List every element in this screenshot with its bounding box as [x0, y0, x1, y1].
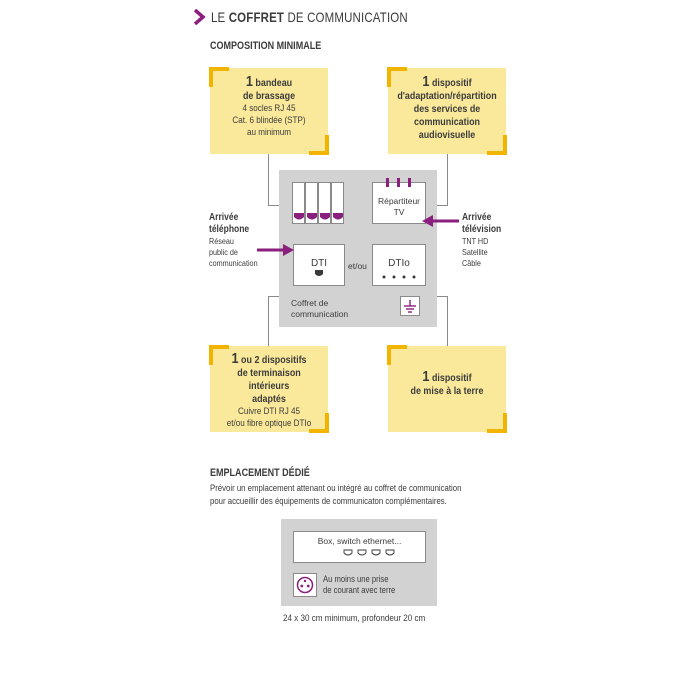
corner-mark [487, 135, 507, 155]
chevron-right-icon [193, 9, 206, 25]
arrivee-telephone-detail: communication [209, 258, 258, 268]
connector-line [268, 154, 269, 206]
arrivee-television-detail: Satellite [462, 247, 488, 257]
composition-heading: COMPOSITION MINIMALE [210, 40, 322, 52]
mise-a-la-terre-box: 1 dispositif de mise à la terre [387, 345, 507, 433]
ethernet-ports-icon [343, 549, 395, 556]
arrivee-television: Arrivée télévision TNT HD Satellite Câbl… [462, 212, 501, 269]
arrivee-television-detail: TNT HD [462, 236, 489, 246]
rj45-port-icon [320, 213, 330, 220]
box-switch-label: Box, switch ethernet... [317, 536, 402, 546]
arrivee-television-detail: Câble [462, 258, 481, 268]
rj45-port-icon [307, 213, 317, 220]
dtio-label: DTIo [388, 258, 410, 269]
connector-line [447, 154, 448, 206]
corner-mark [209, 67, 229, 87]
description-line: pour accueillir des équipements de commu… [210, 496, 447, 507]
arrivee-telephone-detail: public de [209, 247, 238, 257]
arrivee-telephone-title: téléphone [209, 224, 250, 235]
power-outlet-icon [296, 576, 314, 594]
adaptation-repartition-box: 1 dispositif d'adaptation/répartition de… [387, 67, 507, 155]
emplacement-description: Prévoir un emplacement attenant ou intég… [210, 482, 461, 508]
ground-icon [404, 300, 416, 313]
arrivee-telephone: Arrivée téléphone Réseau public de commu… [209, 212, 258, 269]
box-switch-device: Box, switch ethernet... [293, 531, 426, 563]
repartiteur-label: TV [393, 207, 405, 217]
repartiteur-tv: Répartiteur TV [372, 178, 426, 224]
dti-socket: DTI [293, 244, 345, 286]
corner-mark [487, 413, 507, 433]
power-outlet [293, 573, 317, 597]
connector-line [268, 296, 269, 346]
rj45-port-icon [315, 270, 323, 276]
arrivee-telephone-detail: Réseau [209, 236, 234, 246]
bandeau-brassage [292, 182, 344, 224]
arrivee-television-title: télévision [462, 224, 502, 235]
rj45-port-icon [333, 213, 343, 220]
connector-line [447, 296, 448, 346]
coffret-label: Coffret de [291, 298, 329, 308]
arrow-right-icon [257, 244, 294, 256]
corner-mark [387, 345, 407, 365]
ground-terminal [400, 296, 420, 316]
fiber-ports-icon [382, 275, 416, 279]
arrivee-television-title: Arrivée [462, 212, 492, 223]
dti-label: DTI [310, 258, 328, 269]
description-line: Prévoir un emplacement attenant ou intég… [210, 483, 462, 494]
terminaison-interieure-box: 1 ou 2 dispositifs de terminaison intéri… [209, 345, 329, 433]
repartiteur-label: Répartiteur [377, 196, 421, 206]
corner-mark [387, 67, 407, 87]
et-ou-label: et/ou [348, 261, 367, 271]
page-title: LE COFFRET DE COMMUNICATION [211, 9, 408, 25]
bandeau-brassage-box: 1 bandeau de brassage 4 socles RJ 45 Cat… [209, 67, 329, 155]
tv-output-ports-icon [386, 178, 411, 187]
emplacement-box: Box, switch ethernet... Au moins une pri… [281, 519, 437, 606]
coffret-label: communication [291, 309, 349, 319]
coffret-communication: Répartiteur TV DTI et/ou DTIo Coffret de… [279, 170, 437, 327]
prise-label: Au moins une prise de courant avec terre [323, 574, 395, 596]
arrivee-telephone-title: Arrivée [209, 212, 239, 223]
corner-mark [309, 413, 329, 433]
emplacement-heading: EMPLACEMENT DÉDIÉ [210, 467, 310, 479]
prise-label-line: Au moins une prise [323, 574, 389, 584]
dimensions-label: 24 x 30 cm minimum, profondeur 20 cm [283, 613, 426, 624]
corner-mark [209, 345, 229, 365]
rj45-port-icon [294, 213, 304, 220]
dtio-socket: DTIo [372, 244, 426, 286]
prise-label-line: de courant avec terre [323, 585, 396, 595]
corner-mark [309, 135, 329, 155]
arrow-left-icon [422, 215, 459, 227]
